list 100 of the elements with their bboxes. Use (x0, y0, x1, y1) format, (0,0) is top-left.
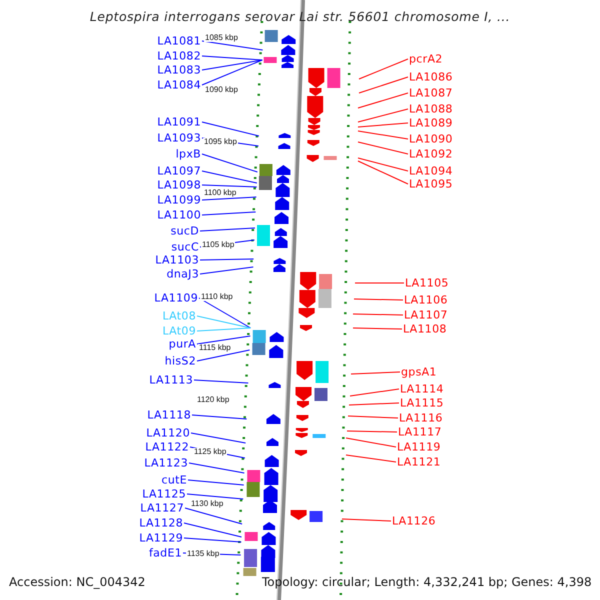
gene-label: pcrA2 (409, 54, 443, 64)
gene-label: LA1116 (399, 412, 443, 424)
leader-line (358, 142, 408, 154)
gene-label: LA1084 (157, 80, 201, 90)
gene-label: LA1120 (146, 428, 190, 438)
leader-line (358, 76, 408, 94)
leader-line (348, 416, 398, 418)
gene-label: LA1090 (409, 134, 453, 144)
gene-label: LA1128 (139, 518, 183, 528)
gene-label: LA1129 (139, 532, 183, 544)
gene-label: sucD (170, 226, 199, 236)
leader-line (196, 350, 250, 362)
scale-label: 1100 kbp (203, 189, 238, 197)
leader-line (188, 480, 244, 486)
scale-label: 1115 kbp (198, 344, 232, 352)
leader-line (200, 228, 256, 232)
gene-label: LAt08 (162, 310, 196, 322)
leader-line (202, 122, 260, 136)
leader-line (202, 60, 263, 86)
scale-label: 1105 kbp (201, 241, 236, 249)
gene-label: LA1114 (400, 384, 444, 394)
leader-line (198, 298, 252, 328)
leader-line (184, 538, 242, 542)
leader-line (354, 298, 404, 300)
leader-line (200, 266, 254, 274)
scale-label: 1130 kbp (190, 500, 224, 508)
gene-label: LA1127 (140, 502, 184, 514)
gene-label: LA1083 (157, 64, 201, 76)
gene-label: LA1099 (157, 194, 201, 206)
scale-label: 1110 kbp (200, 293, 234, 301)
gene-label: cutE (162, 474, 187, 486)
leader-line (190, 432, 246, 444)
gene-label: LA1097 (157, 166, 201, 176)
gene-label: LAt09 (162, 326, 196, 336)
gene-label: LA1089 (409, 118, 453, 128)
gene-label: LA1082 (157, 50, 201, 62)
gene-label: LA1095 (409, 178, 453, 190)
leader-line (202, 40, 264, 50)
gene-label: LA1092 (409, 148, 453, 160)
leader-line (350, 372, 400, 374)
leader-line (358, 108, 408, 122)
gene-label: LA1086 (409, 72, 453, 82)
gene-label: LA1123 (144, 458, 188, 468)
gene-label: LA1119 (397, 442, 441, 452)
scale-label: 1125 kbp (193, 448, 228, 456)
gene-label: sucC (171, 242, 199, 252)
gene-label: LA1106 (404, 294, 448, 306)
gene-label: LA1087 (409, 88, 453, 98)
gene-label: LA1100 (157, 210, 201, 220)
gene-label: LA1108 (403, 324, 447, 334)
gene-label: hisS2 (164, 356, 196, 366)
leader-line (188, 462, 245, 474)
leader-line (342, 518, 392, 522)
gene-label: LA1094 (409, 166, 453, 176)
map-title: Leptospira interrogans serovar Lai str. 56601 chromosome I, ... (90, 10, 510, 24)
leader-line (202, 184, 258, 188)
leader-line (202, 212, 256, 216)
gene-label: LA1109 (154, 292, 198, 304)
gene-label: dnaJ3 (166, 268, 199, 280)
footer-text: Accession: NC_004342 (9, 576, 146, 588)
leader-line (352, 314, 404, 316)
leader-line (346, 430, 398, 432)
gene-label: LA1125 (142, 488, 186, 500)
scale-label: 1120 kbp (196, 396, 230, 404)
leader-line (196, 316, 252, 328)
leader-line (202, 60, 263, 70)
gene-label: gpsA1 (401, 366, 437, 378)
leader-line (200, 258, 254, 260)
gene-label: LA1088 (409, 104, 453, 114)
scale-label: 1090 kbp (204, 86, 239, 94)
leader-line (358, 130, 408, 140)
leader-line (348, 402, 400, 406)
gene-label: LA1098 (157, 180, 201, 190)
gene-label: LA1107 (404, 310, 448, 320)
leader-line (184, 508, 243, 524)
scale-label: 1085 kbp (204, 34, 239, 42)
leader-line (196, 336, 251, 344)
leader-line (196, 328, 252, 332)
gene-label: lpxB (176, 148, 201, 160)
leader-line (202, 154, 258, 172)
leader-line (352, 328, 402, 330)
leader-line (354, 282, 404, 284)
gene-label: LA1091 (157, 116, 201, 128)
gene-label: LA1093 (157, 132, 201, 144)
gene-label: LA1113 (149, 374, 193, 386)
gene-label: LA1115 (400, 398, 444, 408)
leader-line (184, 522, 242, 538)
scale-label: 1095 kbp (203, 138, 238, 146)
gene-label: purA (168, 338, 196, 350)
leader-line (202, 196, 257, 200)
leader-line (194, 380, 249, 384)
leader-line (202, 56, 263, 60)
gene-label: LA1122 (145, 442, 189, 452)
gene-label: LA1105 (405, 278, 449, 288)
leader-line (202, 170, 258, 184)
leader-line (192, 414, 248, 420)
leader-line (358, 58, 408, 80)
gene-label: LA1081 (157, 36, 201, 46)
leader-line (358, 158, 408, 172)
leader-line (358, 92, 408, 108)
